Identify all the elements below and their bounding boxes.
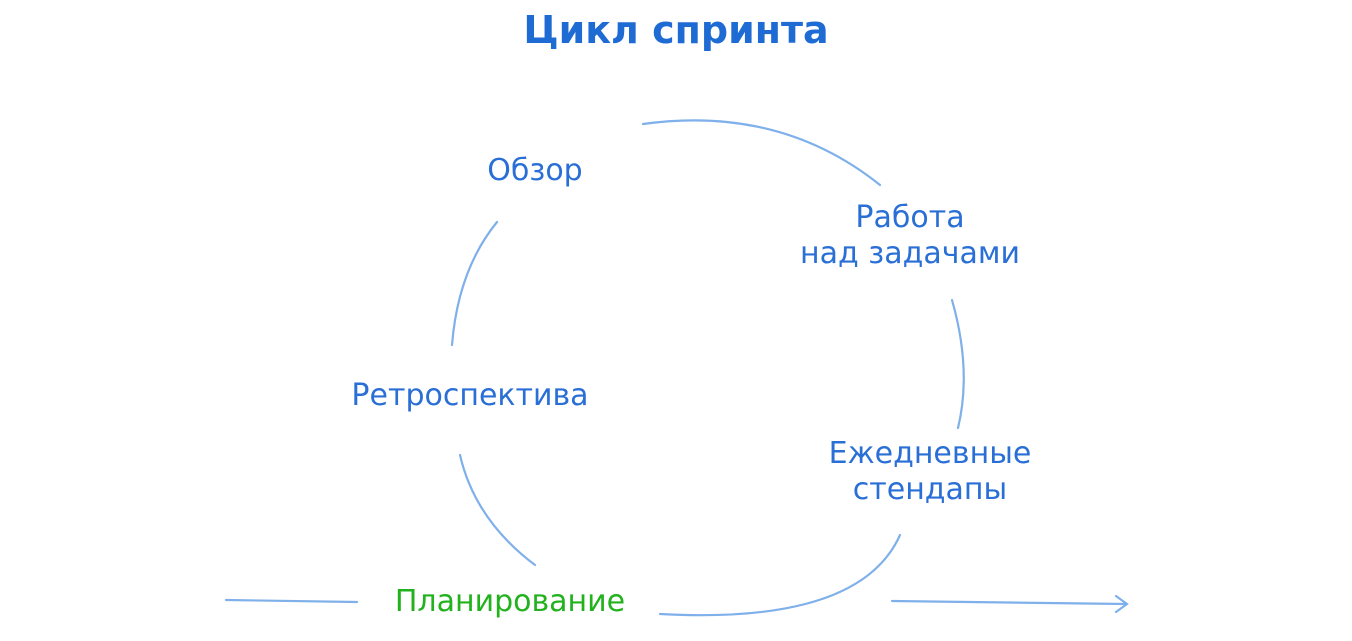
stage-work-line2: над задачами	[800, 236, 1020, 271]
arc-work-to-standups	[950, 298, 965, 430]
arc-review-to-work	[641, 119, 882, 187]
arc-planning-to-retro	[458, 453, 537, 567]
stage-planning: Планирование	[394, 584, 626, 619]
stage-standups-line2: стендапы	[852, 472, 1008, 507]
diagram-title: Цикл спринта	[523, 8, 829, 52]
stage-standups-line1: Ежедневные	[828, 436, 1032, 471]
entry-line	[224, 598, 359, 604]
exit-arrow	[890, 594, 1129, 614]
stage-review: Обзор	[487, 153, 583, 188]
stage-work-line1: Работа	[855, 200, 965, 235]
arc-retro-to-review	[450, 220, 499, 347]
arc-standups-to-planning	[658, 533, 902, 617]
stage-retrospective: Ретроспектива	[351, 378, 589, 413]
